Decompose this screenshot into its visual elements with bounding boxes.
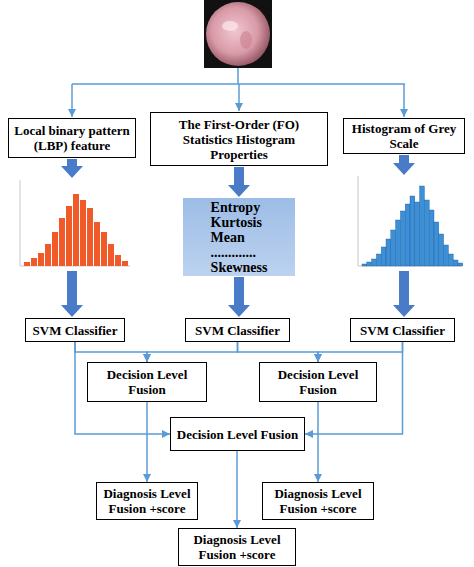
histogram-bar <box>45 244 51 266</box>
box-label: Diagnosis Level Fusion +score <box>183 532 291 562</box>
connector-arrow <box>317 402 319 482</box>
shadow <box>240 31 252 49</box>
histogram-bar <box>439 234 444 266</box>
histogram-bar <box>376 254 381 266</box>
connector-arrow <box>238 342 319 362</box>
feature-box: Local binary pattern (LBP) feature <box>8 118 136 158</box>
histogram-bar <box>448 254 453 266</box>
box-label: Histogram of Grey Scale <box>348 121 460 151</box>
histogram-bar <box>391 230 396 266</box>
histogram-bar <box>444 245 449 266</box>
histogram-bar <box>115 255 121 266</box>
diagnosis-box: Diagnosis Level Fusion +score <box>178 528 296 566</box>
box-label: The First-Order (FO) Statistics Histogra… <box>155 117 323 162</box>
histogram-bar <box>458 263 463 266</box>
box-label: Diagnosis Level Fusion +score <box>101 486 193 516</box>
fusion-box: Decision Level Fusion <box>87 362 207 402</box>
lbp-histogram <box>20 180 130 266</box>
connector-arrow <box>318 342 403 362</box>
chart-axis <box>20 180 130 266</box>
histogram-bar <box>434 222 439 266</box>
histogram-bar <box>400 211 405 266</box>
fusion-box: Decision Level Fusion <box>259 362 377 402</box>
connector-arrow <box>147 342 238 362</box>
flow-arrow <box>61 271 83 317</box>
histogram-bar <box>24 262 30 266</box>
box-label: Entropy Kurtosis Mean ............. Skew… <box>211 200 268 275</box>
histogram-bar <box>372 259 377 266</box>
histogram-bar <box>424 200 429 266</box>
histogram-bar <box>101 232 107 266</box>
fat-arrows <box>61 155 415 317</box>
histogram-bar <box>73 194 79 266</box>
histogram-bar <box>362 264 367 266</box>
image-background <box>204 0 272 68</box>
classifier-box: SVM Classifier <box>350 318 455 342</box>
otoscope-image <box>204 0 272 68</box>
box-label: Decision Level Fusion <box>264 367 372 397</box>
histogram-bar <box>94 222 100 266</box>
histogram-bar <box>429 210 434 266</box>
histogram-bar <box>396 220 401 266</box>
fusion-box: Decision Level Fusion <box>170 417 305 451</box>
histogram-bar <box>87 208 93 266</box>
flow-arrow <box>393 271 415 317</box>
histogram-bar <box>122 261 128 266</box>
connector-arrow <box>146 402 148 482</box>
flow-arrow <box>393 155 415 175</box>
histogram-bar <box>38 253 44 266</box>
histogram-bar <box>31 258 37 266</box>
histogram-bar <box>420 186 425 266</box>
split-arrow <box>71 84 73 117</box>
box-label: Decision Level Fusion <box>92 367 202 397</box>
histogram-bar <box>367 262 372 266</box>
connector-arrow <box>236 451 238 528</box>
split-arrow <box>403 84 405 117</box>
diagnosis-box: Diagnosis Level Fusion +score <box>96 482 198 520</box>
histogram-bar <box>405 204 410 266</box>
box-label: Local binary pattern (LBP) feature <box>13 123 131 153</box>
chart-axis <box>358 176 462 266</box>
histogram-bar <box>108 244 114 266</box>
feature-box: Histogram of Grey Scale <box>343 118 465 154</box>
split-lines <box>72 68 405 117</box>
histogram-bar <box>52 232 58 266</box>
eardrum <box>206 2 270 66</box>
connector-arrow <box>75 342 147 362</box>
histogram-bar <box>66 206 72 266</box>
box-label: SVM Classifier <box>360 323 445 338</box>
highlight <box>222 21 238 31</box>
diagnosis-box: Diagnosis Level Fusion +score <box>262 482 374 520</box>
histogram-bar <box>59 218 65 266</box>
histogram-bar <box>410 196 415 266</box>
box-label: SVM Classifier <box>195 323 280 338</box>
histogram-bar <box>453 260 458 266</box>
histogram-bar <box>80 200 86 266</box>
classifier-box: SVM Classifier <box>25 318 125 342</box>
histogram-bar <box>381 247 386 266</box>
box-label: SVM Classifier <box>33 323 118 338</box>
box-label: Diagnosis Level Fusion +score <box>267 486 369 516</box>
connector-arrow <box>228 277 250 317</box>
classifier-box: SVM Classifier <box>185 318 290 342</box>
histogram-bar <box>386 239 391 266</box>
feature-box: The First-Order (FO) Statistics Histogra… <box>150 112 328 166</box>
split-arrow <box>238 84 240 111</box>
flow-arrow <box>61 159 83 178</box>
grey-histogram <box>358 176 463 266</box>
histogram-bar <box>415 202 420 266</box>
connector-arrow <box>228 167 250 197</box>
box-label: Decision Level Fusion <box>177 427 298 442</box>
split-line <box>72 68 405 84</box>
statistics-box: Entropy Kurtosis Mean ............. Skew… <box>183 198 295 276</box>
